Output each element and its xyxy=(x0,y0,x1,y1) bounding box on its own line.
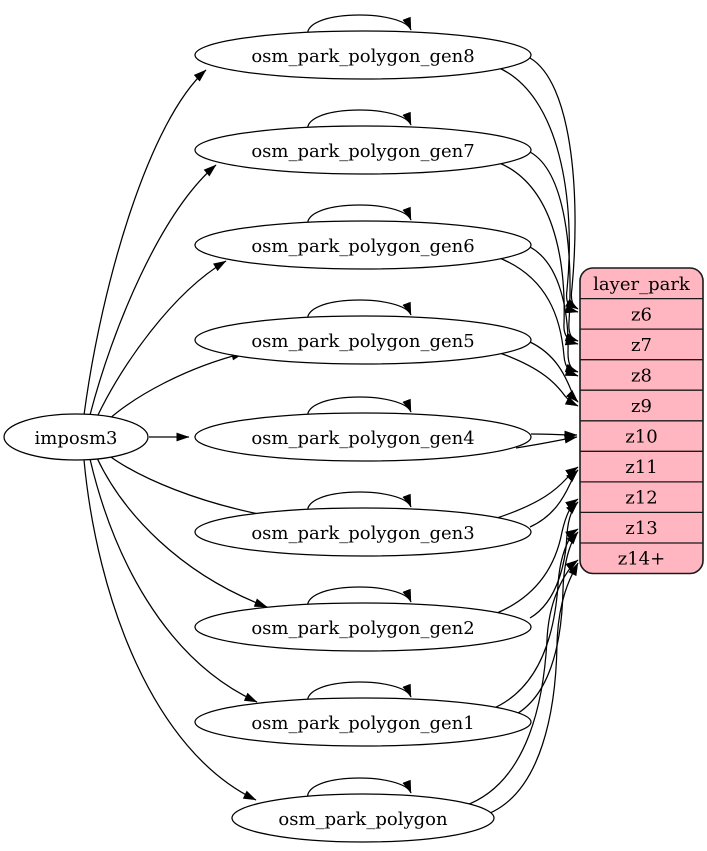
gen3-ellipse xyxy=(194,507,532,557)
edge-imposm3-to-gen8 xyxy=(83,69,207,416)
layer-park-row-z11: z11 xyxy=(625,457,657,478)
self-loop-gen7 xyxy=(307,109,412,133)
edge-gen7-to-z7-b xyxy=(529,151,579,342)
gen3-label: osm_park_polygon_gen3 xyxy=(251,523,474,544)
edge-imposm3-to-gen2 xyxy=(96,457,268,608)
node-osm-park-polygon-gen4: osm_park_polygon_gen4 xyxy=(194,412,532,462)
gen4-label: osm_park_polygon_gen4 xyxy=(251,428,474,449)
layer-park-row-z12: z12 xyxy=(625,488,657,509)
edges-tables-to-layer xyxy=(463,57,579,818)
edge-gen3-to-z11-b xyxy=(529,469,579,528)
node-layer-park: layer_park z6 z7 z8 z9 z10 z11 z12 z13 z… xyxy=(579,267,704,575)
edge-imposm3-to-osm-park-polygon xyxy=(83,459,257,801)
edge-imposm3-to-gen1 xyxy=(89,458,258,703)
layer-park-row-z6: z6 xyxy=(631,305,652,326)
node-osm-park-polygon-gen1: osm_park_polygon_gen1 xyxy=(194,697,532,747)
gen2-label: osm_park_polygon_gen2 xyxy=(251,618,474,639)
edge-imposm3-to-gen3 xyxy=(107,454,281,521)
edge-osm-park-polygon-to-z14-a xyxy=(463,559,579,807)
edge-gen4-to-z10-b xyxy=(530,430,578,440)
layer-park-row-z8: z8 xyxy=(631,366,652,387)
self-loop-gen6 xyxy=(307,204,412,228)
self-loop-gen8 xyxy=(307,14,412,38)
node-osm-park-polygon-gen3: osm_park_polygon_gen3 xyxy=(194,507,532,557)
edge-osm-park-polygon-to-z14-b xyxy=(478,562,579,818)
edge-gen6-to-z8-b xyxy=(529,246,579,373)
gen8-label: osm_park_polygon_gen8 xyxy=(251,46,474,67)
edge-imposm3-to-gen5 xyxy=(107,351,245,421)
self-loop-osm-park-polygon xyxy=(307,777,412,801)
layer-park-row-z9: z9 xyxy=(631,396,652,417)
imposm3-label: imposm3 xyxy=(35,428,118,449)
edges-self-loops xyxy=(307,14,412,801)
layer-park-row-z7: z7 xyxy=(631,335,652,356)
edge-gen8-to-z6-b xyxy=(529,57,579,310)
edge-gen5-to-z9-b xyxy=(529,341,579,403)
gen5-ellipse xyxy=(194,315,532,365)
gen7-label: osm_park_polygon_gen7 xyxy=(251,141,474,162)
edges-imposm3-to-tables xyxy=(83,69,281,801)
self-loop-gen2 xyxy=(307,586,412,610)
layer-park-title: layer_park xyxy=(593,274,691,295)
gen7-ellipse xyxy=(194,125,532,175)
node-osm-park-polygon-gen7: osm_park_polygon_gen7 xyxy=(194,125,532,175)
self-loop-gen3 xyxy=(307,491,412,515)
gen4-ellipse xyxy=(194,412,532,462)
edge-imposm3-to-gen6 xyxy=(96,260,227,418)
edge-gen8-to-z6-a xyxy=(496,66,579,314)
osm-park-polygon-label: osm_park_polygon xyxy=(278,809,448,830)
edge-gen5-to-z9-a xyxy=(496,351,579,407)
node-osm-park-polygon-gen8: osm_park_polygon_gen8 xyxy=(194,30,532,80)
node-osm-park-polygon-gen2: osm_park_polygon_gen2 xyxy=(194,602,532,652)
gen1-ellipse xyxy=(194,697,532,747)
self-loop-gen5 xyxy=(307,299,412,323)
edge-gen1-to-z13-b xyxy=(499,531,579,722)
edge-gen2-to-z12-a xyxy=(496,498,579,614)
edge-imposm3-to-gen7 xyxy=(89,164,217,416)
imposm3-ellipse xyxy=(3,413,149,461)
gen5-label: osm_park_polygon_gen5 xyxy=(251,331,474,352)
layer-park-row-z13: z13 xyxy=(625,518,657,539)
node-imposm3: imposm3 xyxy=(3,413,149,461)
layer-park-row-z14: z14+ xyxy=(618,549,665,570)
layer-park-row-z10: z10 xyxy=(625,427,657,448)
node-osm-park-polygon: osm_park_polygon xyxy=(231,793,495,843)
self-loop-gen1 xyxy=(307,681,412,705)
gen2-ellipse xyxy=(194,602,532,652)
self-loop-gen4 xyxy=(307,396,412,420)
gen8-ellipse xyxy=(194,30,532,80)
node-osm-park-polygon-gen5: osm_park_polygon_gen5 xyxy=(194,315,532,365)
gen6-ellipse xyxy=(194,220,532,270)
gen1-label: osm_park_polygon_gen1 xyxy=(251,713,474,734)
gen6-label: osm_park_polygon_gen6 xyxy=(251,236,474,257)
osm-park-polygon-ellipse xyxy=(231,793,495,843)
node-osm-park-polygon-gen6: osm_park_polygon_gen6 xyxy=(194,220,532,270)
